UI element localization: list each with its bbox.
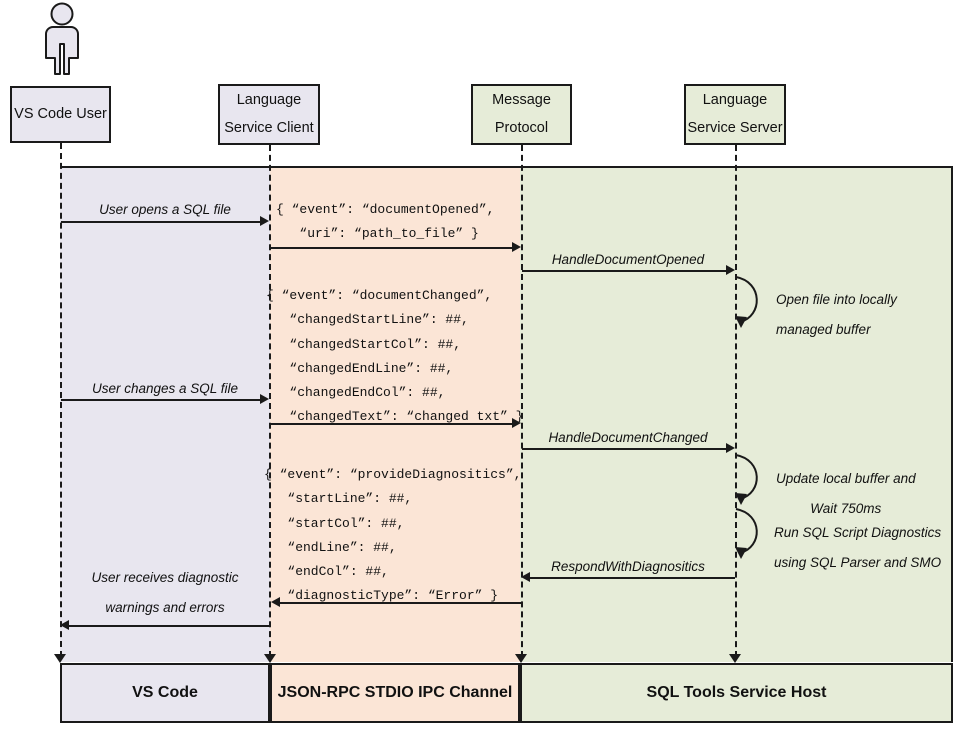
lifeline-end-arrow xyxy=(729,654,741,663)
footer-zone-ipc: JSON-RPC STDIO IPC Channel xyxy=(270,663,520,723)
message-arrow-user-receives xyxy=(69,625,269,627)
footer-label: SQL Tools Service Host xyxy=(646,684,827,701)
participant-message-protocol[interactable]: Message Protocol xyxy=(471,84,572,145)
self-loop-open-file xyxy=(735,276,758,328)
self-loop-run-diagnostics xyxy=(735,508,758,559)
arrowhead-left xyxy=(271,597,280,607)
message-label-user-changes: User changes a SQL file xyxy=(91,381,239,396)
message-arrow-client-to-protocol xyxy=(271,247,513,249)
message-arrow-handle-document-opened xyxy=(522,270,727,272)
lifeline-end-arrow xyxy=(264,654,276,663)
participant-service-server[interactable]: Language Service Server xyxy=(684,84,786,145)
payload-document-changed: { “event”: “documentChanged”, “changedSt… xyxy=(266,288,524,425)
zone-band-vscode xyxy=(60,167,270,662)
arrowhead-left xyxy=(521,572,530,582)
band-top-border xyxy=(60,166,953,168)
participant-label-line1: VS Code User xyxy=(14,105,107,122)
lifeline-end-arrow xyxy=(515,654,527,663)
arrowhead-right xyxy=(260,394,269,404)
footer-zone-vs-code: VS Code xyxy=(60,663,270,723)
lifeline-service-client xyxy=(269,145,271,657)
arrowhead-right xyxy=(726,265,735,275)
zone-band-ipc xyxy=(270,167,520,662)
participant-label-line2: Protocol xyxy=(494,119,549,136)
lifeline-end-arrow xyxy=(54,654,66,663)
message-label-handle-document-opened: HandleDocumentOpened xyxy=(551,252,705,267)
participant-label-line2: Service Client xyxy=(224,119,314,136)
band-right-border xyxy=(951,167,953,662)
message-arrow-handle-document-changed xyxy=(522,448,727,450)
participant-label-line2: Service Server xyxy=(687,119,783,136)
message-label-user-opens: User opens a SQL file xyxy=(99,202,231,217)
arrowhead-right xyxy=(512,242,521,252)
participant-label-line1: Language xyxy=(702,91,768,108)
message-label-handle-document-changed: HandleDocumentChanged xyxy=(548,430,708,445)
message-arrow-user-changes xyxy=(61,399,261,401)
participant-service-client[interactable]: Language Service Client xyxy=(218,84,320,145)
arrowhead-right xyxy=(512,418,521,428)
message-arrow-protocol-to-client xyxy=(280,602,521,604)
message-arrow-client-to-protocol-2 xyxy=(271,423,513,425)
self-loop-update-wait xyxy=(735,454,758,505)
arrowhead-right xyxy=(726,443,735,453)
footer-zone-host: SQL Tools Service Host xyxy=(520,663,953,723)
payload-document-opened: { “event”: “documentOpened”, “uri”: “pat… xyxy=(276,202,495,242)
message-label-respond-with-diagnositics: RespondWithDiagnositics xyxy=(551,559,705,574)
participant-vs-code-user[interactable]: VS Code User xyxy=(10,86,111,143)
arrowhead-left xyxy=(60,620,69,630)
payload-provide-diagnositics: { “event”: “provideDiagnositics”, “start… xyxy=(264,467,522,604)
participant-label-line1: Language xyxy=(236,91,302,108)
message-arrow-respond-with-diagnositics xyxy=(530,577,735,579)
participant-label-line1: Message xyxy=(492,91,551,108)
lifeline-service-server xyxy=(735,145,737,657)
message-arrow-user-opens xyxy=(61,221,261,223)
footer-label: JSON-RPC STDIO IPC Channel xyxy=(277,684,513,701)
footer-label: VS Code xyxy=(132,684,198,701)
message-label-user-receives-line1: User receives diagnostic xyxy=(91,570,239,585)
message-label-user-receives-line2: warnings and errors xyxy=(105,600,225,615)
person-actor-icon xyxy=(34,2,90,78)
lifeline-message-protocol xyxy=(521,145,523,657)
arrowhead-right xyxy=(260,216,269,226)
